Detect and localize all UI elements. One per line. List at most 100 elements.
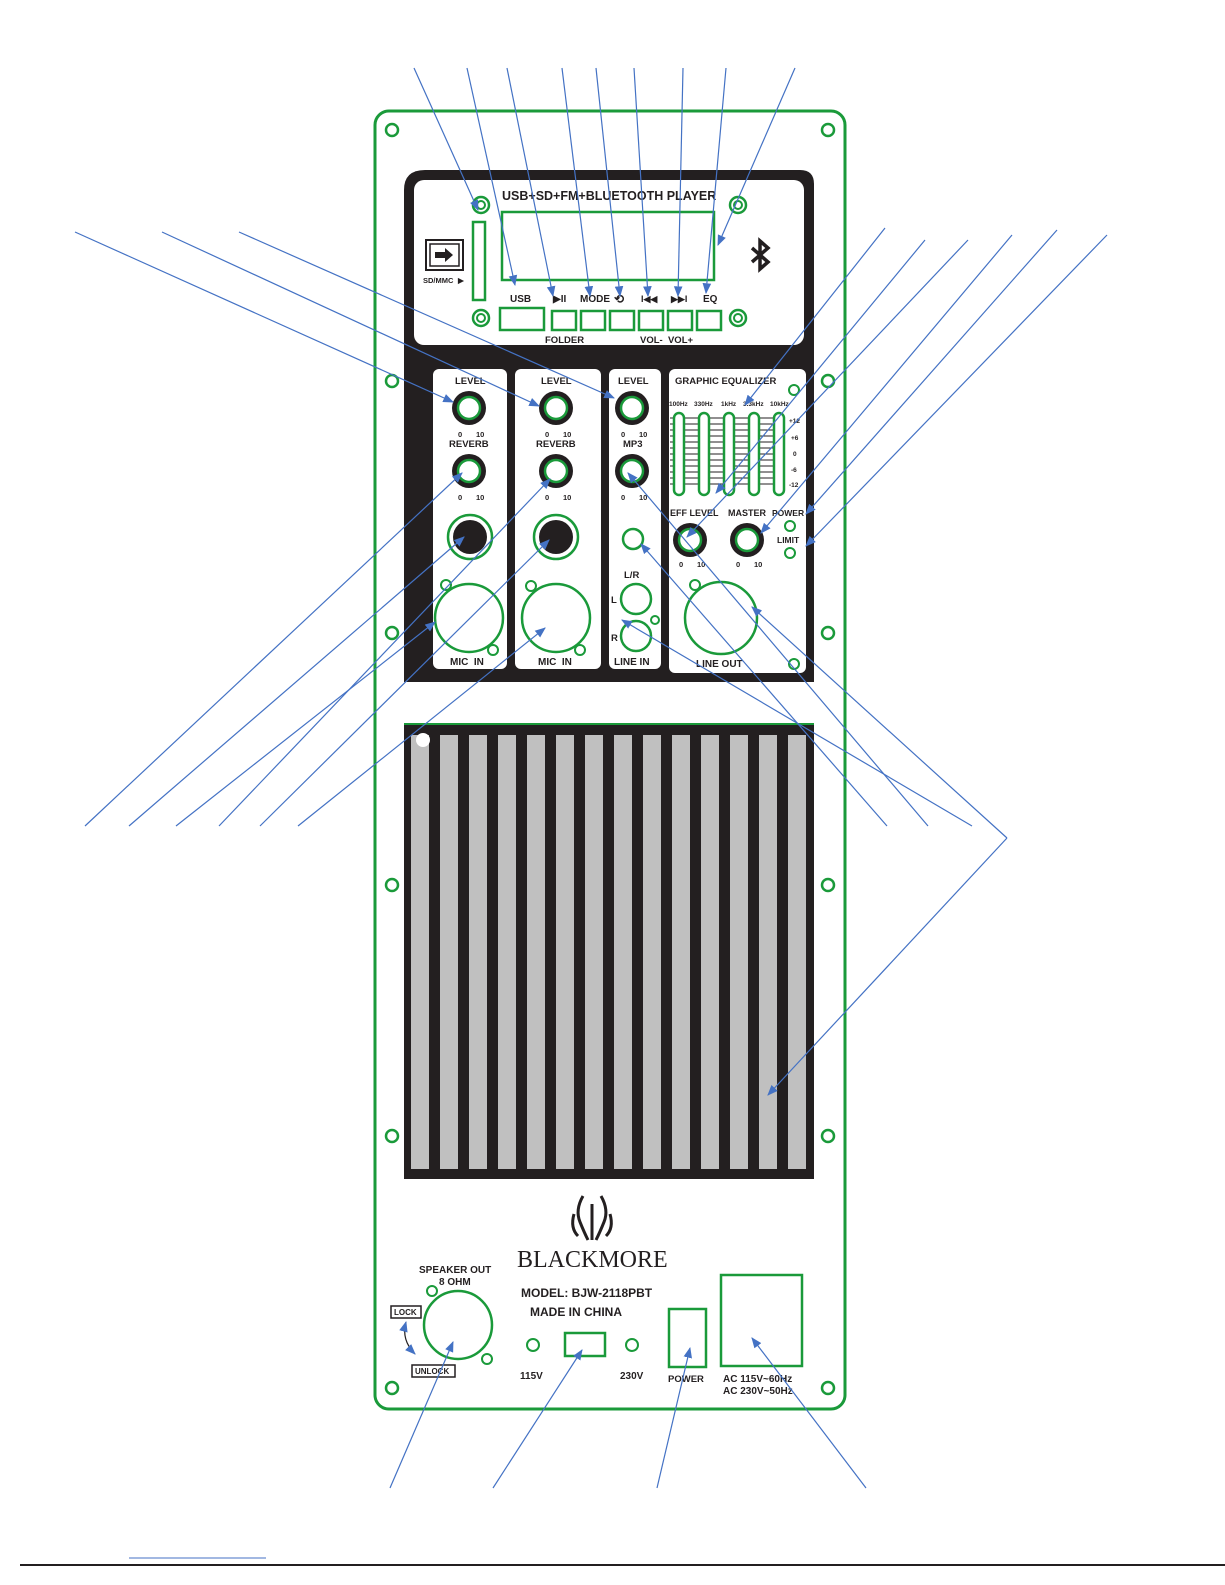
usb-label: USB — [510, 294, 531, 305]
rca-right-input[interactable] — [619, 619, 653, 653]
player-screw-bl-inner — [476, 313, 486, 323]
player-screw-bl — [471, 308, 491, 328]
lock-box — [390, 1305, 422, 1319]
eq-button[interactable] — [695, 309, 723, 332]
bluetooth-icon — [750, 237, 771, 273]
lr-label: L/R — [624, 570, 639, 581]
eq-band-100hz: 100Hz — [669, 401, 689, 408]
display-window — [500, 210, 716, 282]
mic1-xlr-input[interactable] — [433, 582, 505, 654]
mic2-level-knob[interactable] — [539, 391, 573, 425]
power-switch[interactable] — [667, 1307, 708, 1369]
next-button[interactable] — [666, 309, 694, 332]
eq-band-10khz: 10kHz — [770, 401, 790, 408]
player-screw-br-inner — [733, 313, 743, 323]
rca-left-input[interactable] — [619, 582, 653, 616]
player-screw-br — [728, 308, 748, 328]
heatsink-fins — [411, 735, 806, 1169]
mic2-input-label: MIC IN — [538, 657, 572, 668]
prev-button[interactable] — [637, 309, 665, 332]
eq-slider-1khz[interactable] — [722, 411, 736, 497]
mic1-level-knob[interactable] — [452, 391, 486, 425]
eq-band-1khz: 1kHz — [721, 401, 737, 408]
unlock-box — [411, 1364, 456, 1378]
mic1-reverb-knob[interactable] — [452, 454, 486, 488]
mp3-knob[interactable] — [615, 454, 649, 488]
mic2-reverb-knob[interactable] — [539, 454, 573, 488]
eq-slider-10khz[interactable] — [772, 411, 786, 497]
eq-slider-100hz[interactable] — [672, 411, 686, 497]
play-pause-button[interactable] — [550, 309, 578, 332]
mic2-xlr-tab-top — [525, 580, 537, 592]
master-knob[interactable] — [730, 523, 764, 557]
leader-lines — [74, 67, 1108, 1489]
next-label: ▶▶I — [670, 294, 687, 304]
player-module — [414, 180, 804, 345]
mode-button[interactable] — [579, 309, 607, 332]
mic1-jack[interactable] — [446, 513, 494, 561]
speaker-out-label: SPEAKER OUT — [419, 1265, 491, 1276]
line-level-label: LEVEL — [618, 376, 649, 387]
mic1-level-min: 0 — [458, 430, 462, 439]
mic2-jack[interactable] — [532, 513, 580, 561]
eq-db-zero: 0 — [793, 451, 797, 458]
mic2-xlr-input[interactable] — [520, 582, 592, 654]
speaker-out-connector[interactable] — [422, 1289, 494, 1361]
sd-arrow-icon: ▶ — [457, 276, 465, 285]
eq-db-plus12: +12 — [789, 418, 800, 425]
mp3-max: 10 — [639, 493, 647, 502]
mic2-level-min: 0 — [545, 430, 549, 439]
mp3-min: 0 — [621, 493, 625, 502]
mode-label: MODE — [580, 294, 610, 305]
ac-rating-230: AC 230V~50Hz — [723, 1386, 793, 1397]
line-level-max: 10 — [639, 430, 647, 439]
lock-label: LOCK — [394, 1308, 417, 1317]
line-level-min: 0 — [621, 430, 625, 439]
mic1-level-label: LEVEL — [455, 376, 486, 387]
voltage-selector-switch[interactable] — [563, 1331, 607, 1358]
eff-level-knob[interactable] — [673, 523, 707, 557]
voltage-led-230 — [625, 1338, 639, 1352]
eff-level-max: 10 — [697, 560, 705, 569]
player-screw-tr-inner — [733, 200, 743, 210]
aux-jack[interactable] — [621, 527, 645, 551]
play-pause-label: ▶II — [552, 294, 566, 305]
eq-title: GRAPHIC EQUALIZER — [675, 376, 776, 387]
eq-band-3-3khz: 3.3kHz — [743, 401, 764, 408]
folder-label: FOLDER — [545, 335, 584, 346]
mic2-reverb-label: REVERB — [536, 439, 576, 450]
ac-power-inlet[interactable] — [719, 1273, 804, 1368]
limit-led — [784, 547, 796, 559]
eq-screw-top — [788, 384, 800, 396]
mp3-label: MP3 — [623, 439, 643, 450]
ohm-label: 8 OHM — [439, 1277, 471, 1288]
unlock-label: UNLOCK — [415, 1367, 449, 1376]
speaker-out-tab-top — [426, 1285, 438, 1297]
mic1-reverb-min: 0 — [458, 493, 462, 502]
eq-slider-3-3khz[interactable] — [747, 411, 761, 497]
ac-rating-115: AC 115V~60Hz — [723, 1374, 792, 1385]
power-led — [784, 520, 796, 532]
eq-db-plus6: +6 — [791, 435, 799, 442]
mic2-level-label: LEVEL — [541, 376, 572, 387]
eq-db-minus6: -6 — [791, 467, 797, 474]
voltage-led-115 — [526, 1338, 540, 1352]
line-level-knob[interactable] — [615, 391, 649, 425]
speaker-out-tab-bottom — [481, 1353, 493, 1365]
eq-band-330hz: 330Hz — [694, 401, 714, 408]
player-screw-tr — [728, 195, 748, 215]
eff-level-label: EFF LEVEL — [670, 508, 719, 518]
origin-label: MADE IN CHINA — [530, 1305, 622, 1319]
repeat-label: ⟲ — [614, 292, 625, 306]
limit-led-label: LIMIT — [777, 535, 800, 545]
sd-card-slot[interactable] — [471, 220, 487, 302]
lock-arrow-icon — [399, 1320, 416, 1355]
line-input-label: LINE IN — [614, 657, 650, 668]
mic1-reverb-label: REVERB — [449, 439, 489, 450]
blackmore-logo-icon — [571, 1195, 613, 1241]
heatsink-hole — [416, 733, 430, 747]
master-max: 10 — [754, 560, 762, 569]
repeat-button[interactable] — [608, 309, 636, 332]
eq-slider-330hz[interactable] — [697, 411, 711, 497]
usb-port[interactable] — [498, 306, 546, 332]
